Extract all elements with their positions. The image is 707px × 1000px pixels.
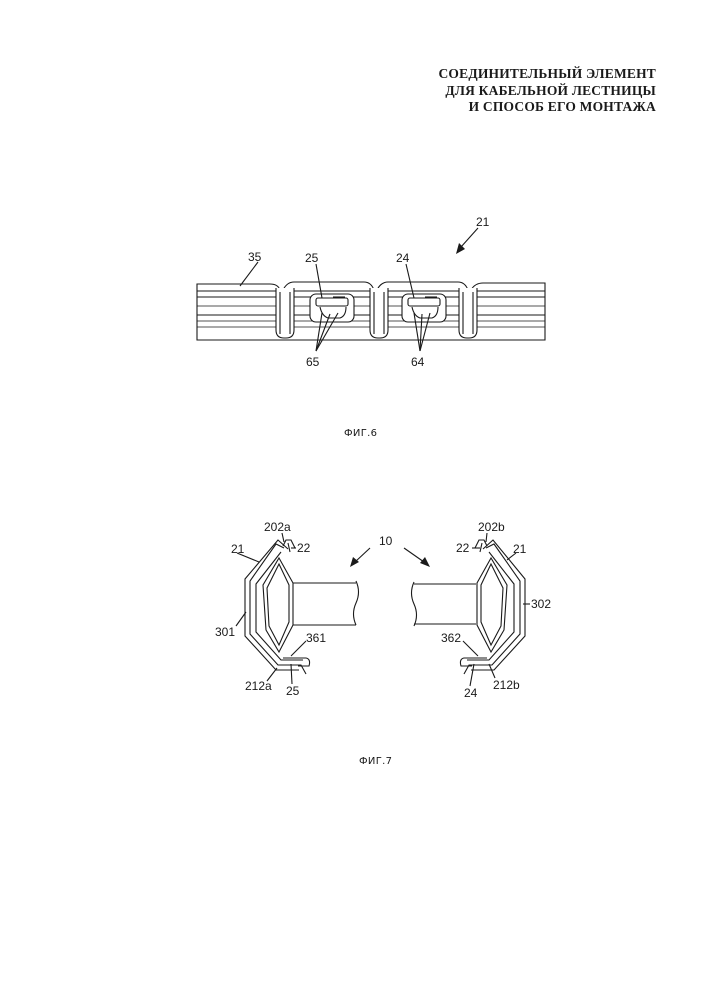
fig6-arrow-21 bbox=[456, 228, 478, 254]
fig6-rib bbox=[459, 288, 477, 338]
fig6-label-25: 25 bbox=[305, 251, 319, 265]
fig6-caption: ФИГ.6 bbox=[344, 428, 377, 439]
fig7-leader bbox=[463, 641, 478, 656]
fig6-leader bbox=[240, 262, 258, 286]
fig7-label-361: 361 bbox=[306, 631, 326, 645]
fig7-rung-left bbox=[293, 581, 359, 625]
fig7-label-22-right: 22 bbox=[456, 541, 470, 555]
fig7-arrow-10-left bbox=[350, 548, 370, 567]
fig7-leader bbox=[291, 664, 292, 684]
fig7-label-10: 10 bbox=[379, 534, 393, 548]
fig7-label-21-right: 21 bbox=[513, 542, 527, 556]
fig7-leader bbox=[291, 641, 306, 656]
fig6-rib bbox=[276, 288, 294, 338]
fig7-label-22-left: 22 bbox=[297, 541, 311, 555]
fig6-slot-right bbox=[402, 294, 446, 322]
fig6-label-64: 64 bbox=[411, 355, 425, 369]
fig7-rung-right bbox=[412, 582, 477, 626]
fig7-label-21-left: 21 bbox=[231, 542, 245, 556]
fig7-leader bbox=[282, 533, 284, 542]
fig7-label-212a: 212a bbox=[245, 679, 272, 693]
fig7-leader bbox=[470, 664, 474, 686]
fig7-right-octagon-inner bbox=[481, 564, 503, 645]
fig7-leader bbox=[486, 533, 487, 542]
fig7-drawing bbox=[236, 533, 530, 686]
fig7-label-24: 24 bbox=[464, 686, 478, 700]
fig7-label-302: 302 bbox=[531, 597, 551, 611]
fig6-label-21: 21 bbox=[476, 215, 490, 229]
fig7-left-octagon-inner bbox=[267, 564, 289, 645]
fig7-label-202b: 202b bbox=[478, 520, 505, 534]
fig7-caption: ФИГ.7 bbox=[359, 756, 392, 767]
fig7-label-362: 362 bbox=[441, 631, 461, 645]
fig7-arrow-10-right bbox=[404, 548, 430, 567]
fig6-drawing bbox=[197, 262, 545, 351]
fig7-label-202a: 202a bbox=[264, 520, 291, 534]
fig6-slot-left bbox=[310, 294, 354, 322]
fig7-label-301: 301 bbox=[215, 625, 235, 639]
fig6-leader bbox=[406, 264, 414, 298]
fig6-label-65: 65 bbox=[306, 355, 320, 369]
fig6-label-35: 35 bbox=[248, 250, 262, 264]
fig7-label-212b: 212b bbox=[493, 678, 520, 692]
fig7-label-25: 25 bbox=[286, 684, 300, 698]
fig7-right-hook bbox=[475, 540, 487, 552]
fig6-label-24: 24 bbox=[396, 251, 410, 265]
fig6-rib bbox=[370, 288, 388, 338]
fig7-leader bbox=[489, 664, 495, 678]
fig6-leader bbox=[316, 264, 322, 298]
